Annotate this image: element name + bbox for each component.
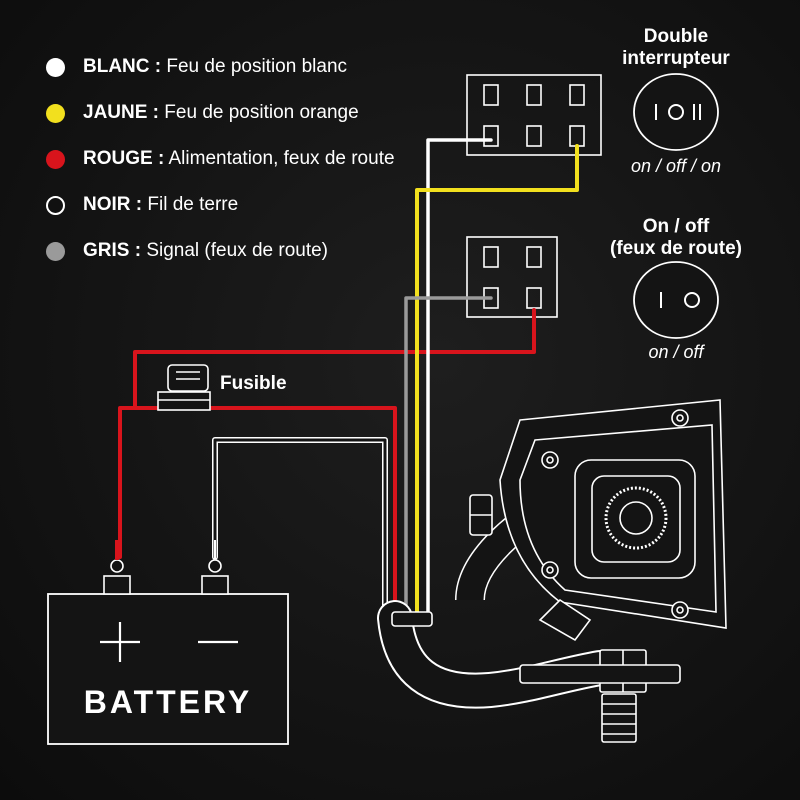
white-wire <box>426 138 493 620</box>
wires <box>118 138 579 620</box>
onoff-switch-title-line1: On / off <box>642 216 710 237</box>
onoff-switch-title-line2: (feux de route) <box>610 238 742 259</box>
legend-desc: Alimentation, feux de route <box>164 148 395 169</box>
gray-dot-icon <box>46 241 65 261</box>
onoff-switch-caption: on / off <box>648 342 704 362</box>
legend-item-blanc: BLANC : Feu de position blanc <box>46 44 395 90</box>
legend-name: NOIR : <box>83 194 143 215</box>
legend-name: BLANC : <box>83 56 162 77</box>
white-dot-icon <box>46 57 65 77</box>
legend-desc: Fil de terre <box>142 194 239 215</box>
black-ground-wire <box>212 437 388 618</box>
legend-name: ROUGE : <box>83 148 165 169</box>
legend-item-gris: GRIS : Signal (feux de route) <box>46 228 395 274</box>
black-dot-icon <box>46 195 65 215</box>
double-switch-title-line2: interrupteur <box>622 48 730 69</box>
fuse-label: Fusible <box>220 373 287 394</box>
legend-name: GRIS : <box>83 240 142 261</box>
legend-name: JAUNE : <box>83 102 160 123</box>
gray-wire <box>404 296 493 620</box>
legend-desc: Feu de position orange <box>159 102 359 123</box>
black-ground-wire-core <box>213 438 387 617</box>
battery-label: BATTERY <box>83 684 253 720</box>
fuse-icon <box>157 364 211 411</box>
legend-item-jaune: JAUNE : Feu de position orange <box>46 90 395 136</box>
double-switch-icon <box>633 73 719 151</box>
legend-desc: Signal (feux de route) <box>141 240 329 261</box>
legend-desc: Feu de position blanc <box>161 56 348 77</box>
yellow-dot-icon <box>46 103 65 123</box>
connector-6-pin <box>466 74 602 156</box>
connector-4-pin <box>466 236 558 318</box>
double-switch-caption: on / off / on <box>630 156 722 176</box>
battery-icon <box>47 540 289 745</box>
onoff-switch-title: On / off (feux de route) <box>596 216 756 260</box>
red-wire-power <box>133 406 397 620</box>
legend-item-rouge: ROUGE : Alimentation, feux de route <box>46 136 395 182</box>
work-light-icon <box>455 399 727 743</box>
yellow-wire <box>415 144 579 620</box>
double-switch-title: Double interrupteur <box>606 26 746 70</box>
red-dot-icon <box>46 149 65 169</box>
red-wire-signal <box>118 308 536 559</box>
onoff-switch-icon <box>633 261 719 339</box>
wire-color-legend: BLANC : Feu de position blanc JAUNE : Fe… <box>46 44 395 274</box>
double-switch-title-line1: Double <box>643 26 709 47</box>
legend-item-noir: NOIR : Fil de terre <box>46 182 395 228</box>
